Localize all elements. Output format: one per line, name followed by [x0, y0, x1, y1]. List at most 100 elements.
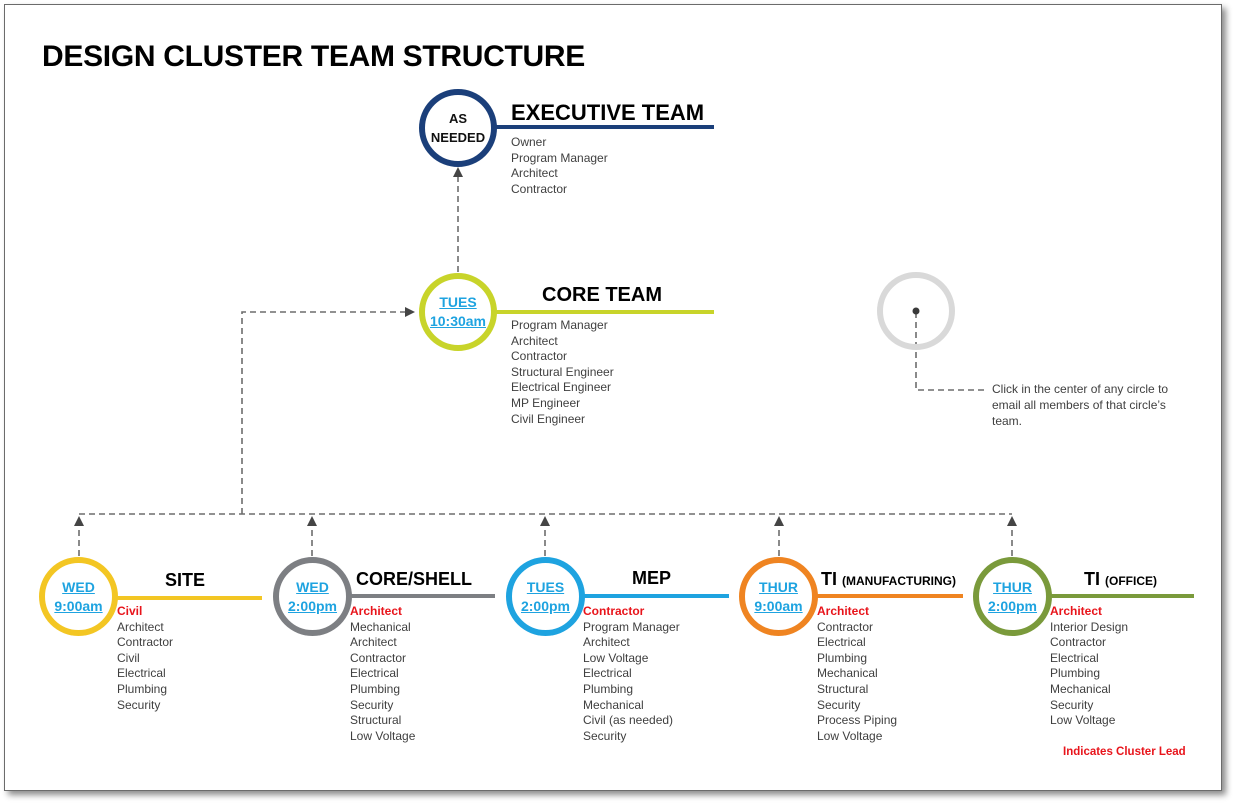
core-shell-members: Architect Mechanical Architect Contracto… — [350, 604, 415, 744]
mep-title-main: MEP — [632, 568, 672, 588]
member: Low Voltage — [583, 650, 649, 665]
core-members: Program Manager Architect Contractor Str… — [511, 318, 614, 427]
cluster-lead-legend: Indicates Cluster Lead — [1063, 746, 1186, 758]
cluster-lead: Architect — [1050, 604, 1103, 618]
mep-rule — [577, 594, 729, 598]
core-shell-day-link[interactable]: WED — [296, 578, 329, 595]
help-note: Click in the center of any circle to ema… — [992, 382, 1169, 428]
member: Security — [817, 697, 861, 712]
site-circle[interactable]: WED 9:00am — [39, 557, 118, 636]
member: Security — [350, 697, 394, 712]
ti-manufacturing-time-link[interactable]: 9:00am — [754, 597, 803, 614]
member: Electrical — [350, 666, 399, 681]
member: Security — [117, 697, 161, 712]
core-title: CORE TEAM — [542, 284, 662, 306]
member: Architect — [350, 635, 397, 650]
site-time-link[interactable]: 9:00am — [54, 597, 103, 614]
member: Civil — [117, 650, 140, 665]
executive-circle-line1: AS — [448, 111, 468, 126]
member: Architect — [511, 166, 558, 181]
ti-office-rule — [1044, 594, 1194, 598]
cluster-lead: Civil — [117, 604, 143, 618]
member: Plumbing — [1050, 666, 1101, 681]
ti-office-subtitle: (OFFICE) — [1105, 574, 1158, 588]
member: Civil (as needed) — [583, 713, 674, 728]
member: Plumbing — [583, 681, 634, 696]
member: Mechanical — [350, 619, 411, 634]
member: Electrical Engineer — [511, 380, 612, 395]
cluster-lead: Architect — [350, 604, 403, 618]
member: Contractor — [350, 650, 407, 665]
ti-office-time-link[interactable]: 2:00pm — [987, 597, 1038, 614]
ti-office-day-link[interactable]: THUR — [993, 578, 1032, 595]
core-shell-title: CORE/SHELL — [356, 569, 472, 590]
member: Security — [583, 728, 627, 743]
site-day-link[interactable]: WED — [62, 578, 95, 595]
ti-office-title-main: TI — [1084, 569, 1100, 589]
ti-manufacturing-title: TI (MANUFACTURING) — [821, 569, 956, 590]
member: Plumbing — [817, 650, 868, 665]
core-shell-time-link[interactable]: 2:00pm — [287, 597, 338, 614]
mep-circle[interactable]: TUES 2:00pm — [506, 557, 585, 636]
member: Plumbing — [350, 681, 401, 696]
executive-circle-line2: NEEDED — [430, 130, 486, 145]
site-rule — [110, 596, 262, 600]
core-shell-circle[interactable]: WED 2:00pm — [273, 557, 352, 636]
ti-manufacturing-subtitle: (MANUFACTURING) — [842, 574, 956, 588]
member: Contractor — [817, 619, 874, 634]
core-time-link[interactable]: 10:30am — [429, 313, 487, 329]
site-members: Civil Architect Contractor Civil Electri… — [117, 604, 173, 713]
member: Plumbing — [117, 681, 168, 696]
executive-circle[interactable]: AS NEEDED — [419, 89, 497, 167]
member: Program Manager — [583, 619, 680, 634]
member: Structural — [817, 681, 869, 696]
site-title-main: SITE — [165, 570, 206, 590]
member: Contractor — [511, 349, 568, 364]
core-day-link[interactable]: TUES — [439, 294, 477, 310]
member: Architect — [583, 635, 630, 650]
core-rule — [490, 310, 714, 314]
member: Mechanical — [1050, 681, 1111, 696]
core-shell-title-main: CORE/SHELL — [356, 569, 473, 589]
core-circle[interactable]: TUES 10:30am — [419, 273, 497, 351]
member: Mechanical — [583, 697, 644, 712]
member: Contractor — [511, 181, 568, 196]
member: MP Engineer — [511, 395, 581, 410]
cluster-lead: Contractor — [583, 604, 645, 618]
ti-manufacturing-day-link[interactable]: THUR — [759, 578, 798, 595]
executive-title: EXECUTIVE TEAM — [511, 100, 705, 125]
member: Process Piping — [817, 713, 898, 728]
member: Electrical — [1050, 650, 1099, 665]
member: Architect — [511, 333, 558, 348]
member: Program Manager — [511, 318, 608, 332]
site-title: SITE — [165, 570, 205, 591]
member: Electrical — [583, 666, 632, 681]
member: Low Voltage — [1050, 713, 1116, 728]
executive-rule — [490, 125, 714, 129]
executive-members: Owner Program Manager Architect Contract… — [511, 135, 608, 197]
mep-title: MEP — [632, 568, 671, 589]
member: Contractor — [1050, 635, 1107, 650]
member: Electrical — [117, 666, 166, 681]
member: Low Voltage — [817, 728, 883, 743]
mep-time-link[interactable]: 2:00pm — [520, 597, 571, 614]
page-title: DESIGN CLUSTER TEAM STRUCTURE — [42, 40, 585, 73]
member: Structural Engineer — [511, 364, 614, 379]
ti-office-title: TI (OFFICE) — [1084, 569, 1157, 590]
ti-manufacturing-circle[interactable]: THUR 9:00am — [739, 557, 818, 636]
mep-day-link[interactable]: TUES — [526, 578, 565, 595]
member: Architect — [117, 619, 164, 634]
member: Security — [1050, 697, 1094, 712]
member: Contractor — [117, 635, 174, 650]
core-shell-rule — [343, 594, 495, 598]
member: Mechanical — [817, 666, 878, 681]
ti-office-members: Architect Interior Design Contractor Ele… — [1050, 604, 1128, 729]
member: Interior Design — [1050, 619, 1129, 634]
member: Owner — [511, 135, 547, 149]
ti-office-circle[interactable]: THUR 2:00pm — [973, 557, 1052, 636]
member: Low Voltage — [350, 728, 416, 743]
ti-manufacturing-title-main: TI — [821, 569, 837, 589]
member: Program Manager — [511, 150, 608, 165]
member: Electrical — [817, 635, 866, 650]
diagram-page — [4, 4, 1222, 791]
